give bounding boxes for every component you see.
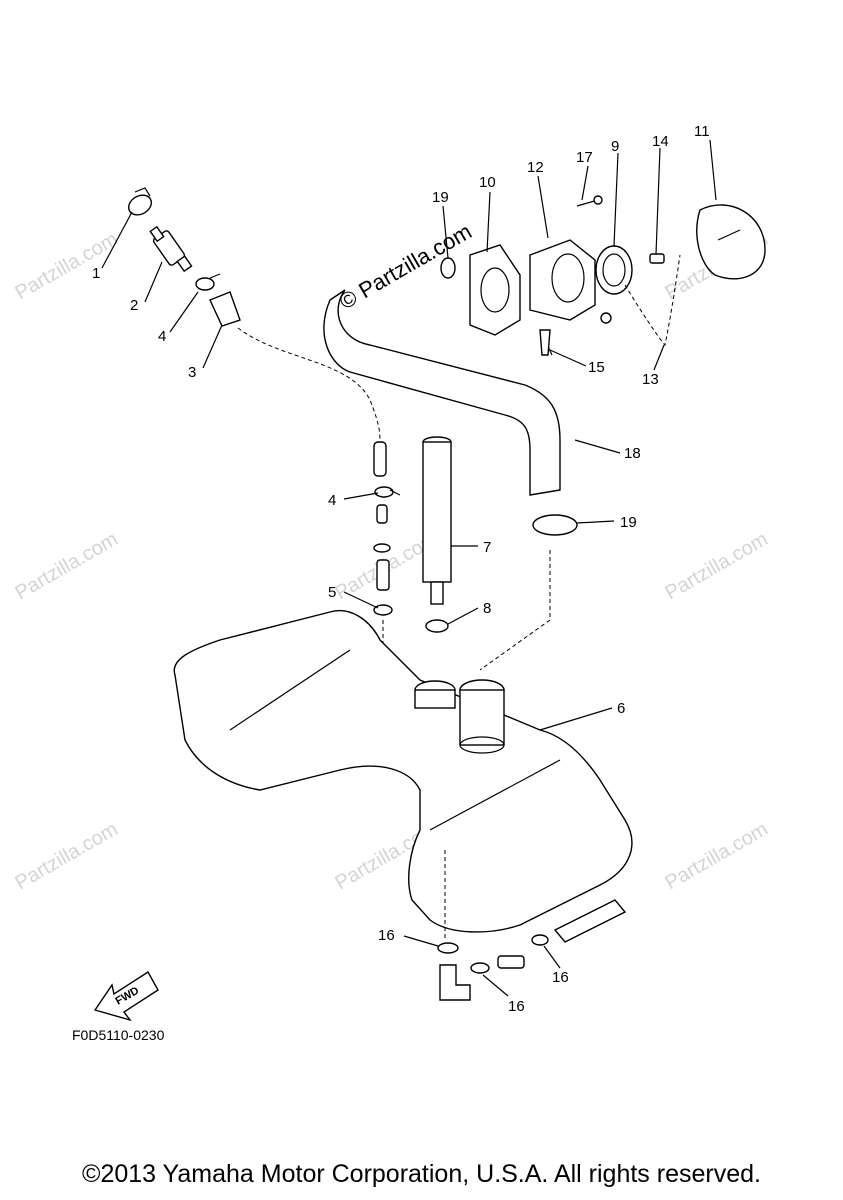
part-15-rivet	[539, 329, 551, 356]
callout-16-left: 16	[378, 927, 395, 944]
callout-4-top: 4	[158, 328, 166, 345]
part-8-washer	[425, 619, 449, 633]
fwd-arrow: FWD	[93, 971, 159, 1022]
callout-13: 13	[642, 371, 659, 388]
watermark-7: Partzilla.com	[662, 528, 772, 604]
leader-lines	[101, 139, 717, 997]
part-6-fuel-tank	[173, 610, 633, 940]
callout-19-bottom: 19	[620, 514, 637, 531]
part-11-fuel-cap	[696, 204, 766, 280]
callout-19-top: 19	[432, 189, 449, 206]
callout-9: 9	[611, 138, 619, 155]
part-19-clamps	[440, 257, 578, 671]
callout-12: 12	[527, 159, 544, 176]
callout-11: 11	[694, 123, 710, 140]
part-14-screw	[649, 253, 665, 264]
callout-3: 3	[188, 364, 196, 381]
callout-7: 7	[483, 539, 491, 556]
callout-8: 8	[483, 600, 491, 617]
part-17-screw	[576, 195, 603, 207]
callout-4-mid: 4	[328, 492, 336, 509]
part-10-gasket	[469, 244, 521, 336]
watermark-1: Partzilla.com	[12, 228, 122, 304]
part-13-chain	[600, 254, 681, 347]
callout-16-right: 16	[552, 969, 569, 986]
part-4-clip-top	[195, 273, 221, 291]
diagram-code: F0D5110-0230	[72, 1027, 165, 1043]
callout-15: 15	[588, 359, 605, 376]
watermark-8: Partzilla.com	[662, 818, 772, 894]
part-1-clamp	[127, 187, 153, 216]
part-2-valve	[149, 225, 193, 273]
watermark-2: Partzilla.com	[12, 528, 122, 604]
callout-5: 5	[328, 584, 336, 601]
watermarks: Partzilla.com Partzilla.com Partzilla.co…	[12, 219, 772, 895]
part-16-drain-fittings	[437, 899, 627, 1001]
callout-17: 17	[576, 149, 593, 166]
watermark-3: Partzilla.com	[12, 818, 122, 894]
callout-6: 6	[617, 700, 625, 717]
callout-16-bottom: 16	[508, 998, 525, 1015]
callout-18: 18	[624, 445, 641, 462]
copyright-notice: ©2013 Yamaha Motor Corporation, U.S.A. A…	[82, 1160, 761, 1188]
callout-labels: 1 2 3 4 4 5 6 7 8 9 10 11 12 13 14 15 16…	[92, 123, 710, 1015]
callout-14: 14	[652, 133, 669, 150]
callout-2: 2	[130, 297, 138, 314]
part-3-hose	[209, 291, 387, 477]
part-7-strainer	[422, 436, 452, 605]
callout-1: 1	[92, 265, 100, 282]
part-18-filler-hose	[323, 289, 561, 496]
part-12-flange	[529, 239, 596, 356]
callout-10: 10	[479, 174, 496, 191]
